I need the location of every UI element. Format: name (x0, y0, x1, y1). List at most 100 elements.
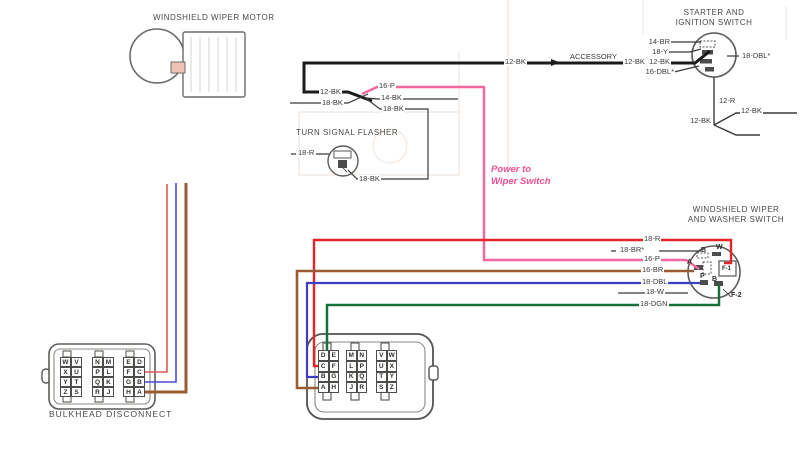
wire-14bk (365, 97, 458, 100)
pin-cell-f: F (123, 367, 134, 377)
wire-bulkhead-brown (144, 183, 188, 394)
ignition-title-line2: IGNITION SWITCH (675, 18, 753, 27)
pin-cell-s: S (376, 382, 387, 393)
wire-bulkhead-blue (144, 183, 177, 383)
pin-cell-h: H (328, 382, 339, 393)
wire-label-accessory: ACCESSORY (570, 52, 617, 61)
ignition-title-line1: STARTER AND (683, 8, 745, 17)
pin-cell-m: M (346, 350, 357, 361)
washer-f1-terminal (718, 260, 737, 277)
wire-18dbl-blue (305, 281, 700, 379)
pin-cell-t: T (71, 377, 82, 387)
wire-label-12bk-ignition: 12-BK (629, 57, 671, 67)
wire-label-16br-washer: 16-BR (641, 265, 665, 275)
pin-cell-j: J (346, 382, 357, 393)
washer-pin-p: P (700, 273, 705, 280)
pin-cell-e: E (123, 357, 134, 367)
wire-label-14bk: 14-BK (380, 93, 403, 103)
motor-title: WINDSHIELD WIPER MOTOR (153, 13, 275, 22)
pin-cell-s: S (71, 387, 82, 397)
wire-label-12bk-fork-left: 12-BK (690, 116, 711, 125)
motor-terminal-tab (170, 61, 186, 74)
pin-cell-r: R (92, 387, 103, 397)
pin-cell-w: W (60, 357, 71, 367)
wire-label-16p-washer: 16-P (643, 254, 661, 264)
pin-cell-e: E (328, 350, 339, 361)
pin-cell-d: D (318, 350, 329, 361)
pin-cell-k: K (346, 371, 357, 383)
wire-label-18dbl-ignition: 18-DBL* (741, 51, 772, 61)
bulkhead-title: BULKHEAD DISCONNECT (49, 409, 173, 419)
pin-cell-p: P (356, 360, 367, 372)
wire-bulkhead-red (144, 184, 168, 373)
wire-label-12bk-switch: 12-BK (623, 57, 646, 67)
washer-f2-pointer (722, 288, 732, 298)
pin-cell-n: N (356, 350, 367, 361)
pin-cell-y: Y (386, 371, 397, 383)
wire-12bk-fork-upper (713, 112, 797, 126)
pin-cell-v: V (376, 350, 387, 361)
pin-cell-x: X (60, 367, 71, 377)
pin-cell-g: G (328, 371, 339, 383)
pin-cell-q: Q (92, 377, 103, 387)
pin-cell-x: X (386, 360, 397, 372)
wire-label-18dbl-washer: 18-DBL (641, 277, 669, 287)
wire-label-16p-junction: 16-P (378, 81, 396, 91)
wire-18r-red (312, 238, 733, 368)
pin-cell-m: M (103, 357, 114, 367)
wire-16br-brown (295, 269, 694, 390)
wire-12bk-feed (302, 49, 711, 103)
pin-cell-n: N (92, 357, 103, 367)
annotation-power-line1: Power to (491, 164, 532, 175)
washer-title-line2: AND WASHER SWITCH (687, 215, 785, 224)
washer-pin-w: W (716, 244, 723, 251)
pin-cell-h: H (123, 387, 134, 397)
pin-cell-y: Y (60, 377, 71, 387)
wire-label-16dbl: 16-DBL* (629, 67, 675, 77)
wire-label-14br: 14-BR (629, 37, 671, 47)
wire-18dgn-green (325, 284, 721, 350)
pin-cell-a: A (318, 382, 329, 393)
pin-cell-t: T (376, 371, 387, 383)
pin-cell-r: R (356, 382, 367, 393)
wire-label-18bk-junction: 18-BK (321, 98, 344, 108)
flasher-body (327, 145, 359, 177)
wire-12bk-fork-lower (713, 124, 760, 136)
washer-pin-b-bottom: B (712, 276, 718, 283)
washer-pin-f2: F-2 (731, 292, 742, 299)
pin-cell-u: U (71, 367, 82, 377)
wire-label-12bk-mid: 12-BK (504, 57, 527, 67)
pin-cell-z: Z (386, 382, 397, 393)
pin-cell-g: G (123, 377, 134, 387)
wire-label-18w-washer: 18-W (645, 287, 665, 297)
wire-label-18r-washer: 18-R (643, 234, 662, 244)
pin-cell-l: L (103, 367, 114, 377)
wire-18bk-motor (290, 93, 369, 104)
accessory-splice-arrow (551, 59, 560, 66)
wire-label-12r: 12-R (718, 96, 737, 106)
pin-cell-b: B (134, 377, 145, 387)
ignition-leads (668, 41, 739, 73)
annotation-power-line2: Wiper Switch (491, 176, 551, 187)
wire-label-18r-flasher: 18-R (297, 148, 316, 158)
pin-cell-d: D (134, 357, 145, 367)
pin-cell-v: V (71, 357, 82, 367)
pin-cell-w: W (386, 350, 397, 361)
wire-label-18br-washer: 18-BR* (619, 245, 646, 255)
pin-cell-c: C (318, 360, 329, 372)
wiper-motor-body (129, 28, 246, 98)
washer-title-line1: WINDSHIELD WIPER (692, 205, 780, 214)
pin-cell-b: B (318, 371, 329, 383)
washer-pin-f1: F-1 (722, 266, 731, 272)
wire-label-12bk-fork-right: 12-BK (740, 106, 763, 116)
pin-cell-c: C (134, 367, 145, 377)
ignition-switch-body (691, 32, 737, 78)
wire-label-18y: 18-Y (629, 47, 669, 57)
washer-pin-a: A (687, 259, 693, 266)
washer-pin-b-top: B (701, 247, 707, 254)
wire-label-18bk-branch: 18-BK (382, 104, 405, 114)
